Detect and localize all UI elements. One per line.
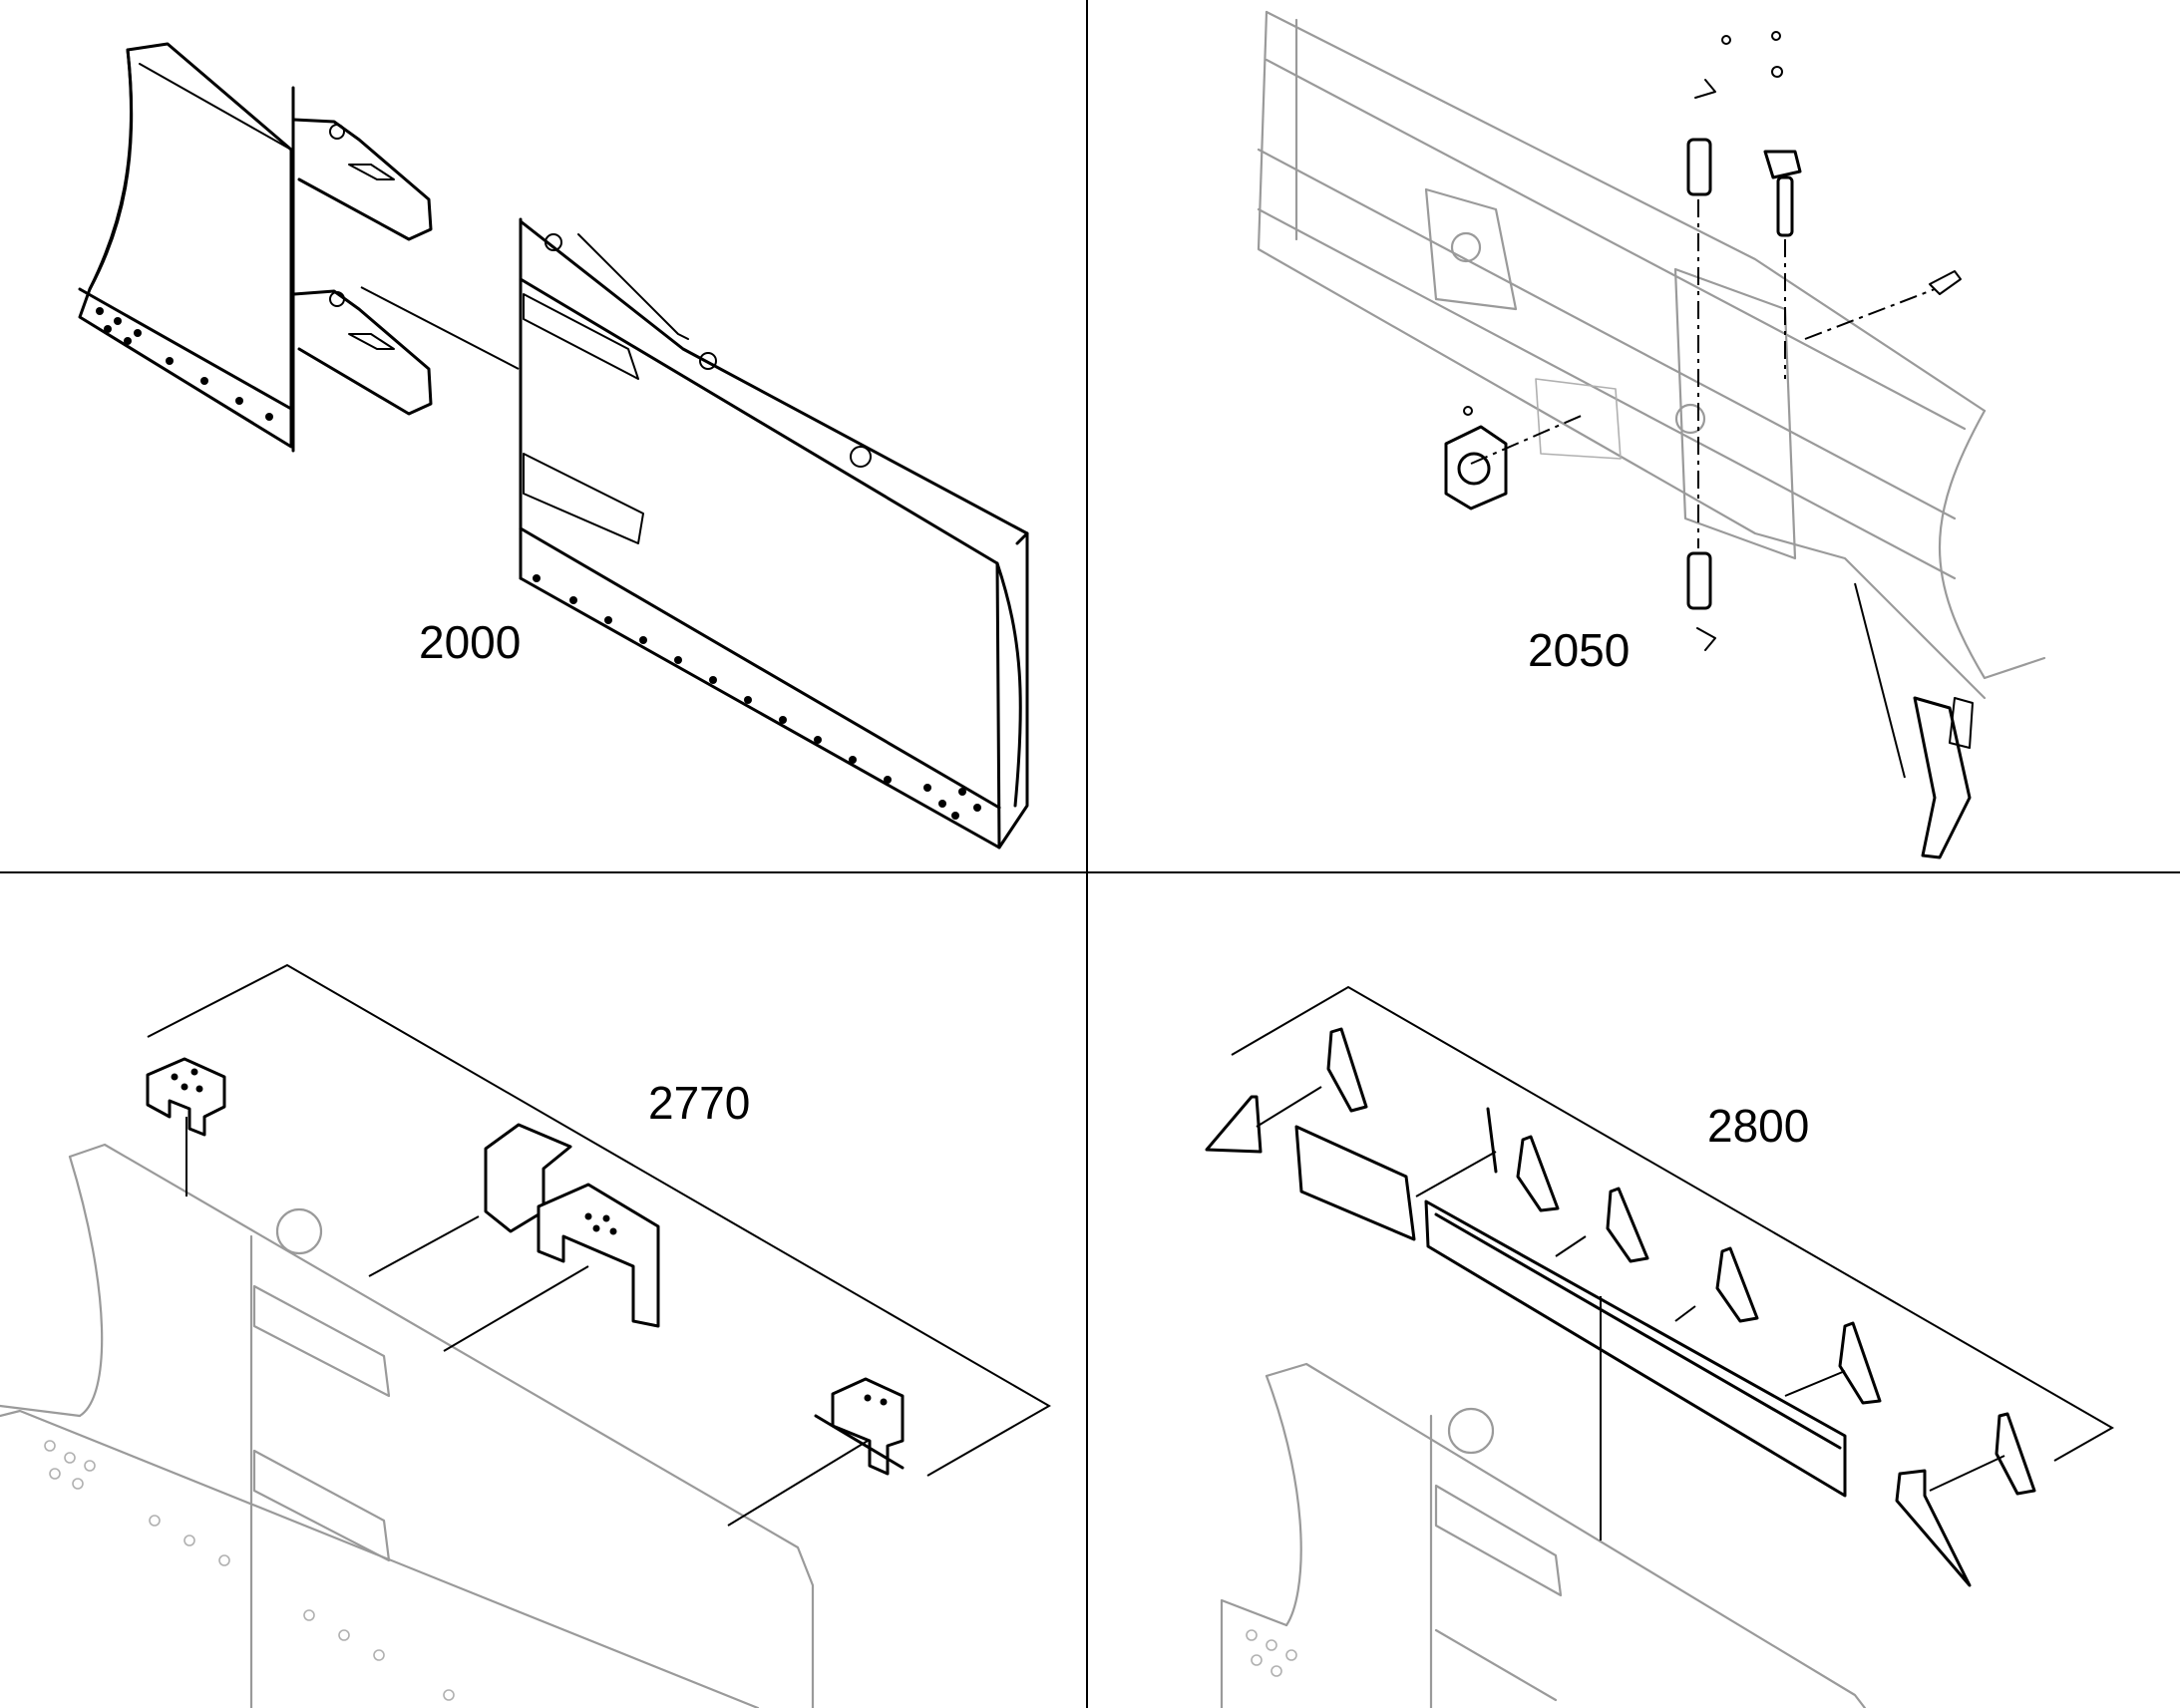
- blade-front-view: [519, 217, 1029, 850]
- gussets: [1205, 1027, 2036, 1587]
- bracket-left: [146, 1057, 226, 1196]
- blade-frame-ghost: [1257, 10, 2046, 700]
- blade-ghost-br: [1220, 1362, 1867, 1708]
- bracket-center-small: [368, 1123, 572, 1277]
- blade-side-view: [78, 42, 295, 453]
- tilt-link: [1854, 582, 1974, 859]
- push-arm-lower: [292, 289, 433, 416]
- cutting-edge-holes: [96, 307, 273, 421]
- panel-label-2050: 2050: [1528, 624, 1630, 676]
- panel-2770[interactable]: 2770: [0, 963, 1052, 1708]
- deflector-plates: [1294, 1107, 1847, 1498]
- bracket-center-large: [443, 1183, 660, 1352]
- blade-holes: [533, 574, 981, 820]
- panel-2050[interactable]: 2050: [1257, 10, 2046, 859]
- panel-label-2000: 2000: [419, 616, 521, 668]
- push-arm-upper: [292, 118, 433, 241]
- blade-holes-ghost: [44, 1440, 455, 1701]
- panel-label-2770: 2770: [648, 1077, 750, 1129]
- panel-label-2800: 2800: [1707, 1100, 1809, 1152]
- panel-2000[interactable]: 2000: [78, 42, 1029, 850]
- bracket-right: [727, 1377, 905, 1527]
- blade-ghost: [0, 1143, 815, 1708]
- pivot-parts: [1686, 31, 1962, 651]
- panel-2800[interactable]: 2800: [1205, 985, 2115, 1708]
- mount-block: [1444, 406, 1508, 511]
